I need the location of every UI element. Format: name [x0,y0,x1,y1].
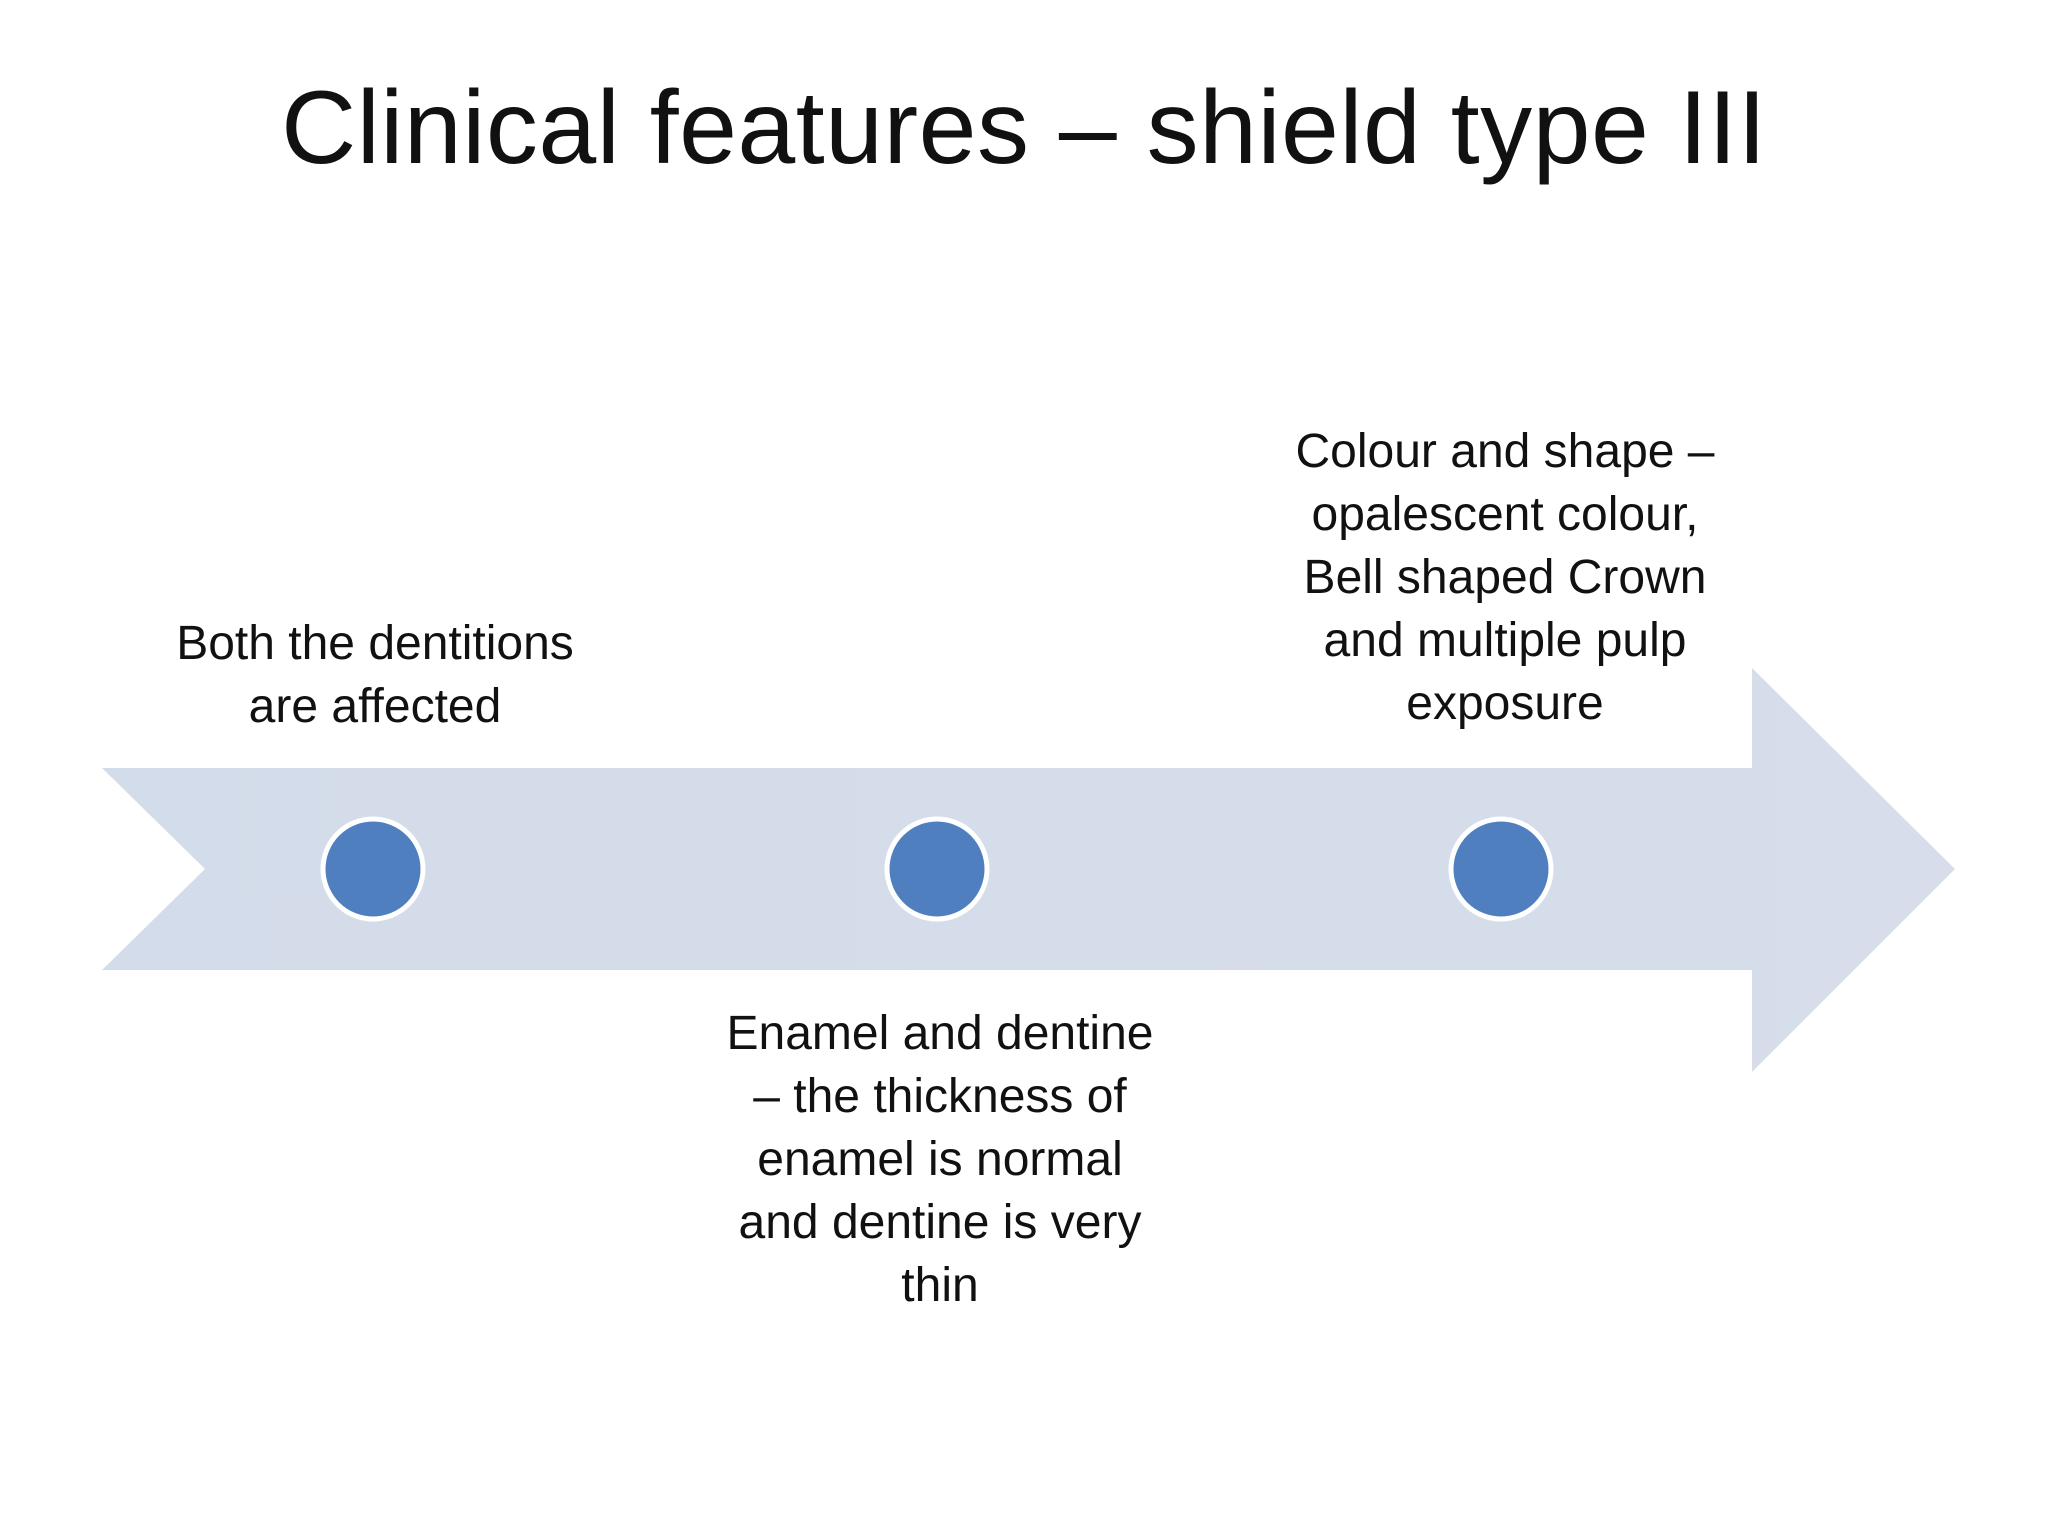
timeline-marker-2 [884,816,990,922]
timeline-label-enamel-dentine: Enamel and dentine – the thickness of en… [726,1007,1154,1312]
timeline-marker-3 [1448,816,1554,922]
timeline-label-dentitions: Both the dentitions are affected [176,617,574,733]
timeline-arrow [102,668,1955,1072]
slide-title: Clinical features – shield type III [281,70,1767,186]
timeline-marker-1 [320,816,426,922]
timeline-label-colour-shape: Colour and shape – opalescent colour, Be… [1295,425,1715,730]
